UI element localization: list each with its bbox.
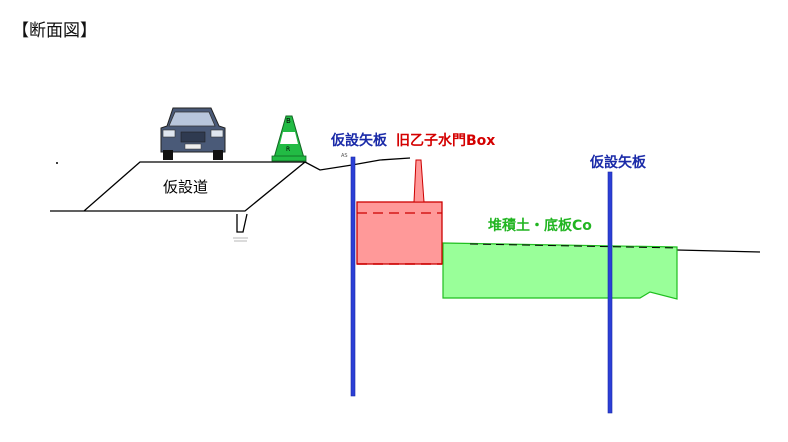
as-mark: AS (341, 153, 348, 159)
old-box-pipe (413, 159, 425, 203)
sheet-pile-right-label: 仮設矢板 (589, 154, 647, 171)
right-ground-line (676, 249, 761, 253)
temp-road-embankment (50, 161, 307, 212)
road-surface (304, 157, 411, 171)
old-sluice-box (356, 159, 443, 265)
ditch-hatch (233, 237, 248, 242)
sheet-pile-left-label: 仮設矢板 (330, 132, 388, 149)
sheet-pile-left (350, 156, 356, 397)
temp-road-label: 仮設道 (163, 178, 208, 196)
ground-marker-dot (56, 162, 58, 164)
cone-mid-label: R (286, 146, 290, 153)
cone-top-label: B (286, 117, 291, 125)
traffic-cone-icon: B R (271, 115, 307, 162)
drain-ditch (236, 213, 248, 233)
fill-base-top-dashed (469, 243, 678, 249)
page-title: 【断面図】 (12, 21, 97, 41)
fill-base-label: 堆積土・底板Co (488, 217, 592, 234)
old-box-label: 旧乙子水門Box (396, 132, 495, 149)
car-icon (160, 107, 226, 160)
sheet-pile-right (607, 171, 613, 414)
fill-base-area (442, 242, 678, 300)
